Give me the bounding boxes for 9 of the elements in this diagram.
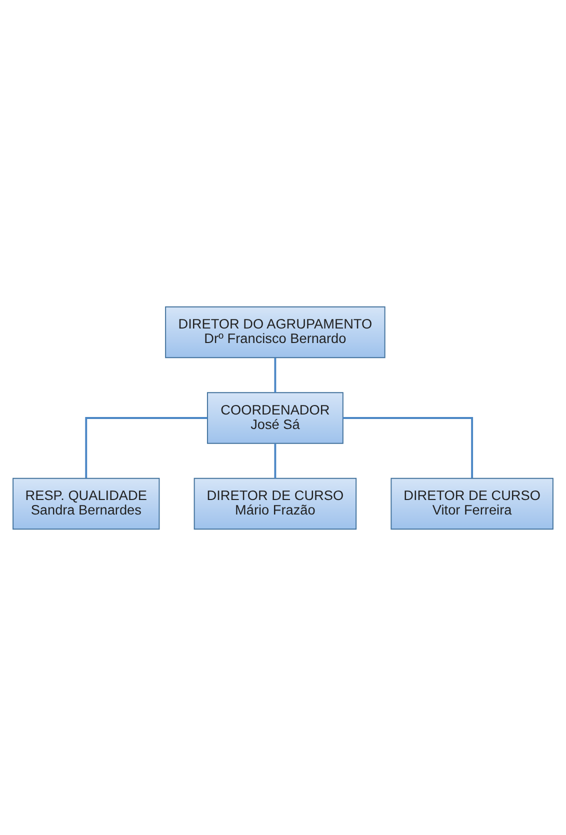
connector	[85, 416, 208, 478]
connector	[274, 357, 276, 392]
connector	[274, 443, 276, 478]
node-box: RESP. QUALIDADE Sandra Bernardes	[12, 477, 160, 530]
node-box: DIRETOR DO AGRUPAMENTO Drº Francisco Bernardo	[165, 306, 386, 358]
connector	[342, 416, 474, 478]
node-box: DIRETOR DE CURSO Vitor Ferreira	[390, 477, 554, 530]
node-box: COORDENADOR José Sá	[206, 392, 344, 444]
node-box: DIRETOR DE CURSO Mário Frazão	[194, 477, 357, 530]
